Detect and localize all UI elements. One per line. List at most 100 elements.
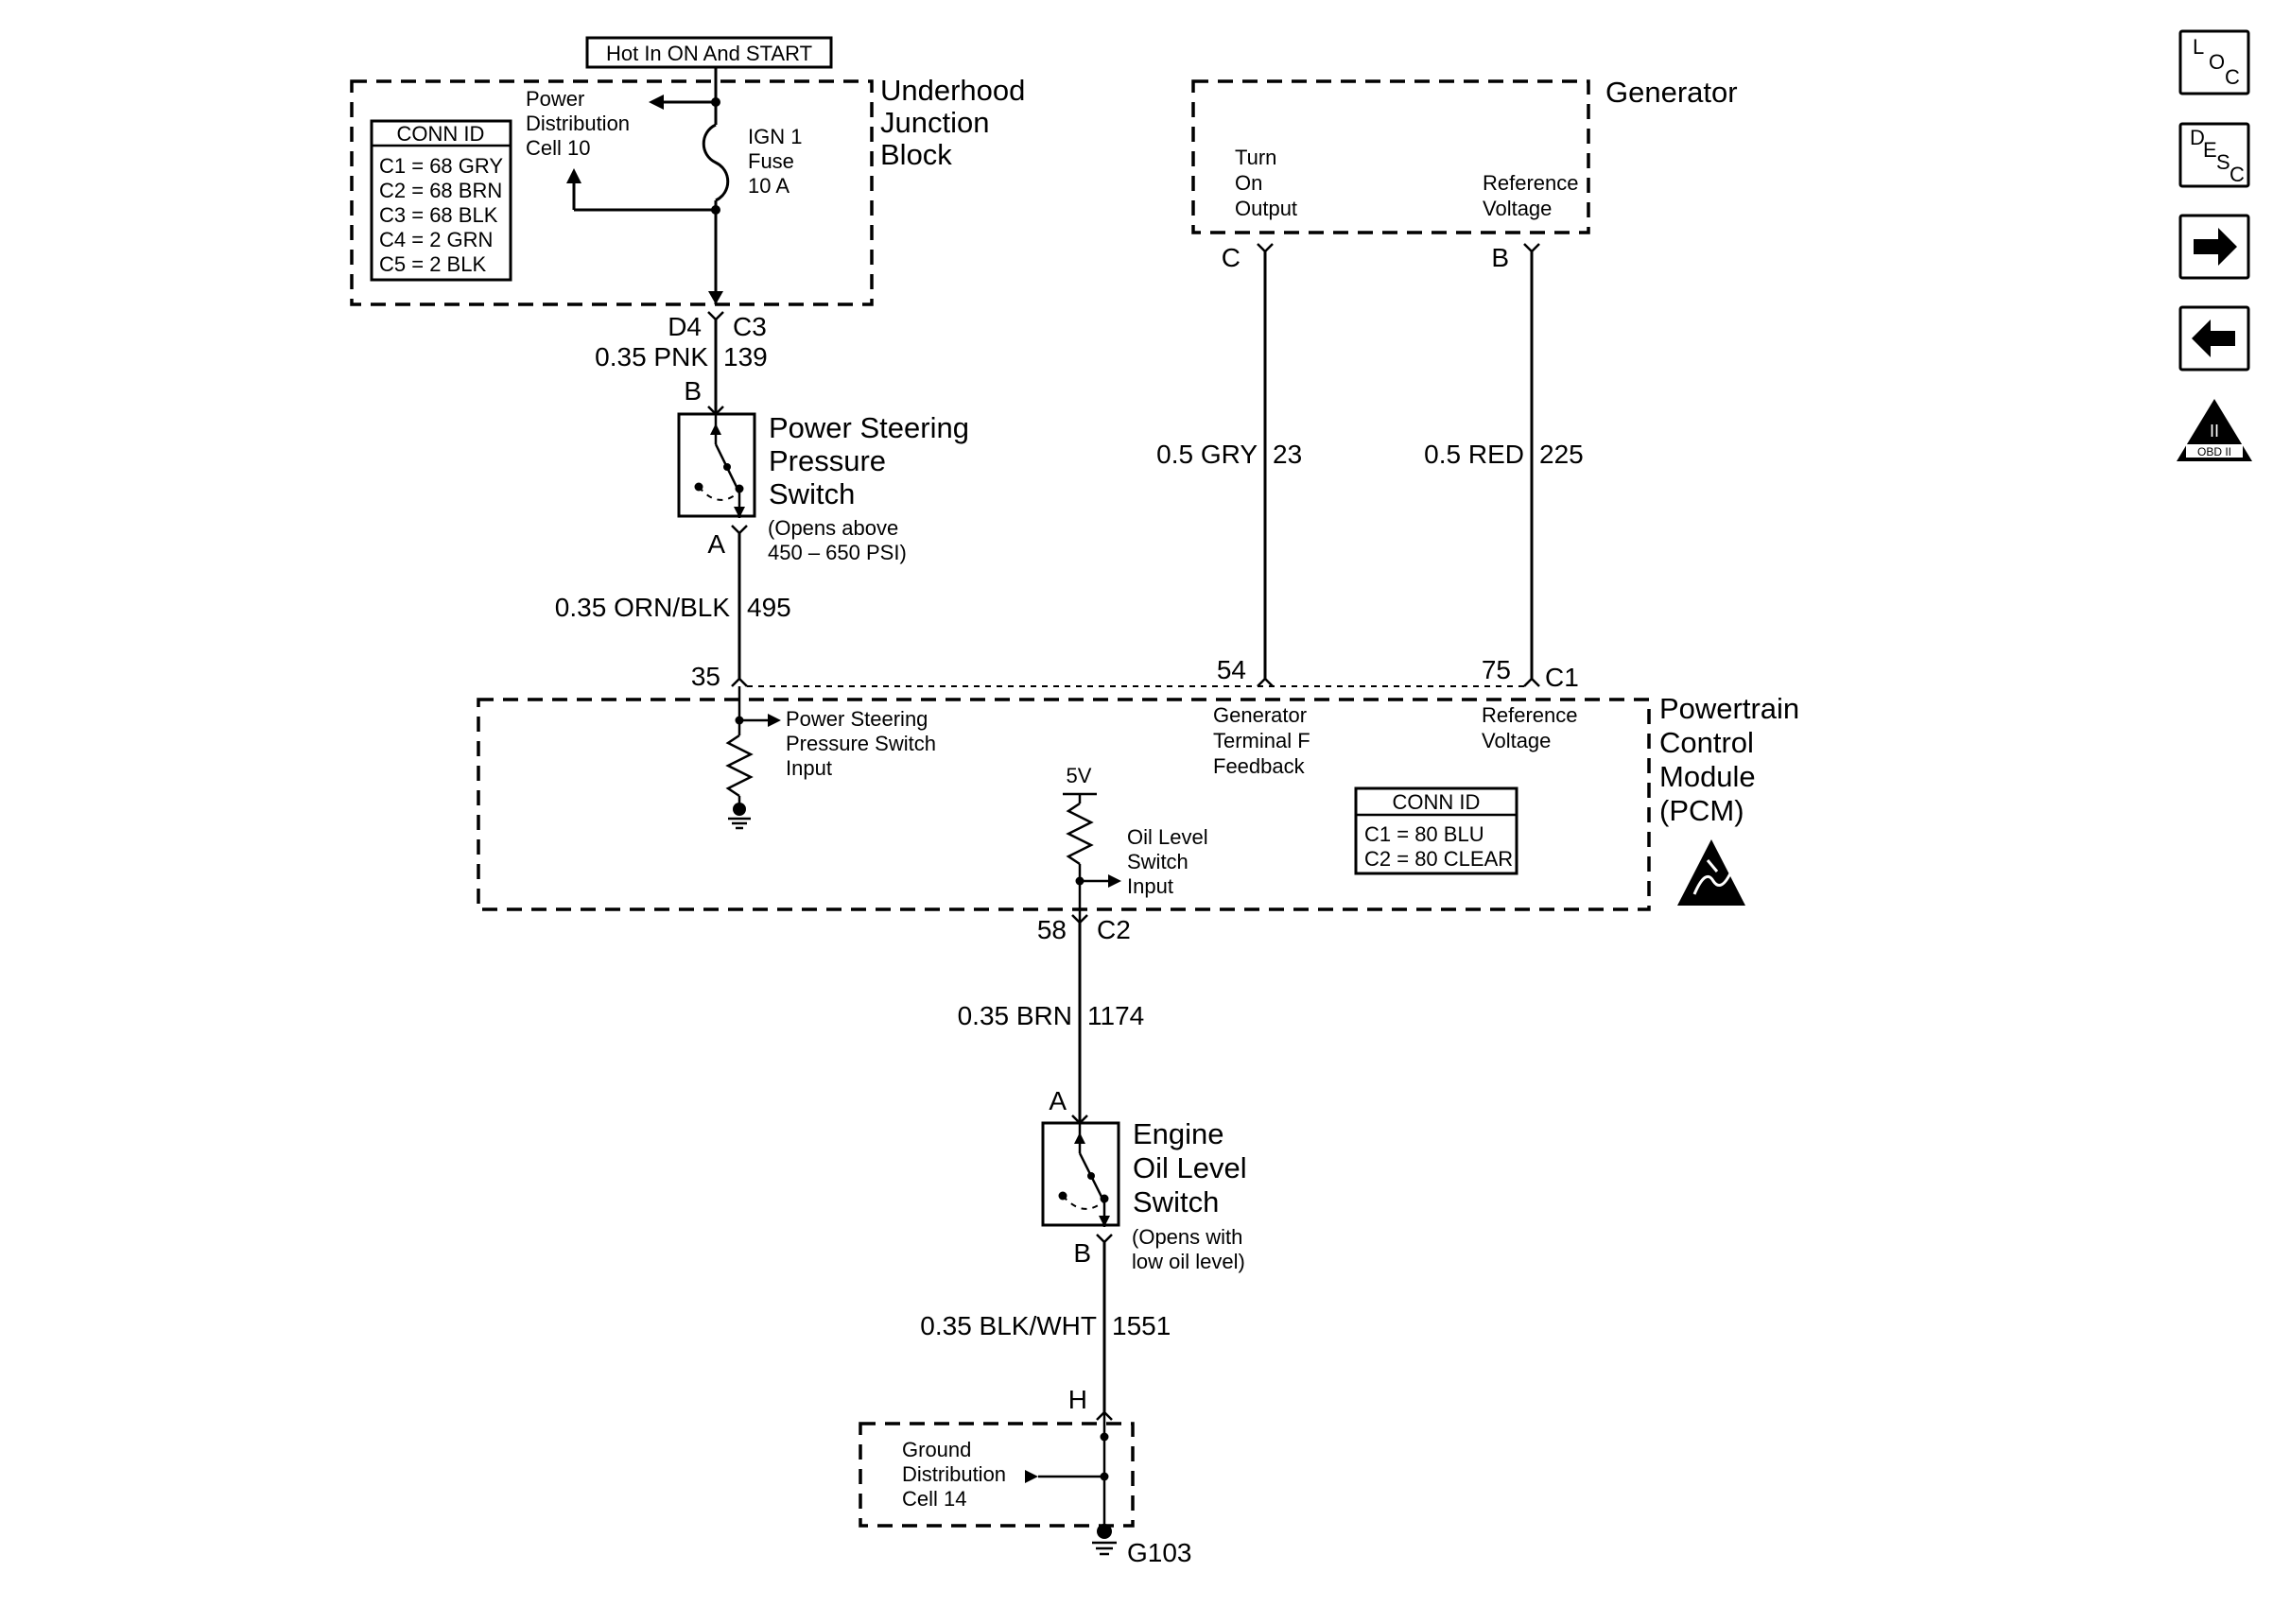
- underhood-conn-id-table: [370, 119, 512, 282]
- fuse-label-1: IGN 1: [748, 125, 802, 148]
- ground-distribution: Ground Distribution Cell 14 G103: [859, 1412, 1192, 1567]
- pcm-pin-75: 75: [1482, 655, 1511, 684]
- underhood-conn-id-c1: C1 = 68 GRY: [379, 154, 503, 178]
- nav-next-button[interactable]: [2178, 214, 2250, 280]
- gen-reference-voltage-label-1: Reference: [1483, 171, 1579, 195]
- ps-switch-title-3: Switch: [769, 477, 855, 510]
- wire-gry-23: 0.5 GRY 23 54: [1156, 251, 1302, 687]
- wire-circuit-225: 225: [1539, 440, 1584, 469]
- connector-label-a-ps: A: [707, 529, 725, 559]
- fuse-label-2: Fuse: [748, 149, 794, 173]
- underhood-conn-id-title: CONN ID: [397, 122, 485, 146]
- underhood-conn-id-c3: C3 = 68 BLK: [379, 203, 498, 227]
- ps-input-label-3: Input: [786, 756, 832, 780]
- nav-back-button[interactable]: [2178, 305, 2250, 371]
- underhood-conn-id-c5: C5 = 2 BLK: [379, 252, 486, 276]
- wire-blk-wht-1551: B 0.35 BLK/WHT 1551 H: [920, 1234, 1171, 1421]
- turn-on-output-label-2: On: [1235, 171, 1262, 195]
- nav-loc-button[interactable]: L O C: [2178, 29, 2250, 95]
- generator-title: Generator: [1605, 76, 1738, 109]
- oil-input-label-3: Input: [1127, 874, 1173, 898]
- turn-on-output-label-3: Output: [1235, 197, 1297, 220]
- obd-label: OBD II: [2197, 445, 2231, 458]
- hot-in-label: Hot In ON And START: [606, 42, 812, 65]
- connector-label-h: H: [1068, 1385, 1087, 1414]
- pcm-pin-58: 58: [1037, 915, 1067, 944]
- underhood-junction-block: Hot In ON And START Underhood Junction B…: [350, 36, 1025, 306]
- oil-switch-title-3: Switch: [1133, 1185, 1219, 1218]
- wire-pnk-139: 0.35 PNK 139 B: [595, 320, 768, 416]
- connector-label-c3: C3: [733, 312, 767, 341]
- arrow-right-icon: [768, 714, 781, 727]
- fuse-label-3: 10 A: [748, 174, 789, 198]
- ps-switch-title-1: Power Steering: [769, 411, 969, 444]
- underhood-conn-id-c4: C4 = 2 GRN: [379, 228, 493, 251]
- turn-on-output-label-1: Turn: [1235, 146, 1276, 169]
- gen-feedback-label-2: Terminal F: [1213, 729, 1310, 752]
- oil-input-label-1: Oil Level: [1127, 825, 1208, 849]
- power-distribution-label-1: Power: [526, 87, 584, 111]
- wire-circuit-23: 23: [1273, 440, 1302, 469]
- pcm-conn-id-title: CONN ID: [1393, 790, 1481, 814]
- desc-letter-2: E: [2203, 138, 2217, 162]
- pcm-block: Powertrain Control Module (PCM) Power St…: [477, 686, 1799, 923]
- five-volt-label: 5V: [1067, 764, 1092, 787]
- pcm-reference-voltage-label-1: Reference: [1482, 703, 1578, 727]
- ps-switch-note-2: 450 – 650 PSI): [768, 541, 907, 564]
- generator-pin-c: C: [1222, 243, 1241, 272]
- pcm-title-1: Powertrain: [1659, 692, 1799, 725]
- ps-input-label-2: Pressure Switch: [786, 732, 936, 755]
- nav-obd-button[interactable]: II OBD II: [2177, 399, 2252, 461]
- underhood-conn-id-c2: C2 = 68 BRN: [379, 179, 502, 202]
- wire-circuit-1174: 1174: [1087, 1001, 1144, 1030]
- obd-numeral: II: [2210, 422, 2219, 441]
- gen-feedback-label-1: Generator: [1213, 703, 1307, 727]
- pcm-connector-c2: C2: [1097, 915, 1131, 944]
- wire-circuit-139: 139: [723, 342, 768, 371]
- engine-oil-level-switch: Engine Oil Level Switch (Opens with low …: [1041, 1117, 1247, 1273]
- ground-distribution-label-1: Ground: [902, 1438, 971, 1461]
- ground-id: G103: [1127, 1538, 1192, 1567]
- generator-pin-b: B: [1491, 243, 1509, 272]
- wire-circuit-495: 495: [747, 593, 791, 622]
- power-distribution-label-3: Cell 10: [526, 136, 590, 160]
- arrow-right-icon: [2194, 228, 2237, 266]
- oil-switch-note-2: low oil level): [1132, 1250, 1245, 1273]
- arrow-right-icon: [1108, 874, 1121, 888]
- underhood-title-3: Block: [880, 138, 952, 171]
- wire-label-brn: 0.35 BRN: [958, 1001, 1072, 1030]
- oil-switch-note-1: (Opens with: [1132, 1225, 1242, 1249]
- pcm-connector-c1: C1: [1545, 663, 1579, 692]
- resistor-icon: [725, 734, 754, 798]
- pcm-title-2: Control: [1659, 726, 1754, 759]
- power-steering-pressure-switch: Power Steering Pressure Switch (Opens ab…: [677, 411, 969, 564]
- pcm-conn-id-c1: C1 = 80 BLU: [1364, 822, 1484, 846]
- connector-label-b-ps: B: [684, 376, 702, 406]
- arrow-right-icon: [1025, 1470, 1038, 1483]
- wire-brn-1174: 0.35 BRN 1174 A: [958, 923, 1144, 1125]
- oil-switch-title-1: Engine: [1133, 1117, 1224, 1150]
- pcm-title-3: Module: [1659, 760, 1756, 793]
- underhood-title-1: Underhood: [880, 74, 1025, 107]
- wire-label-blk-wht: 0.35 BLK/WHT: [920, 1311, 1097, 1340]
- pcm-conn-id-c2: C2 = 80 CLEAR: [1364, 847, 1513, 871]
- pullup-resistor-icon: [1066, 802, 1094, 866]
- gen-reference-voltage-label-2: Voltage: [1483, 197, 1552, 220]
- desc-letter-3: S: [2216, 150, 2230, 174]
- desc-letter-4: C: [2230, 163, 2245, 186]
- ps-input-label-1: Power Steering: [786, 707, 928, 731]
- generator-block: Generator Turn On Output Reference Volta…: [1191, 76, 1738, 272]
- nav-desc-button[interactable]: D E S C: [2178, 122, 2250, 188]
- loc-letter-2: O: [2209, 50, 2225, 74]
- oil-input-label-2: Switch: [1127, 850, 1189, 873]
- loc-letter-1: L: [2193, 35, 2204, 59]
- loc-letter-3: C: [2225, 65, 2240, 89]
- connector-58-c2: 58 C2: [1037, 914, 1131, 944]
- ps-switch-note-1: (Opens above: [768, 516, 898, 540]
- ground-distribution-label-3: Cell 14: [902, 1487, 966, 1511]
- ground-icon: [1097, 1524, 1112, 1539]
- connector-label-a-oil: A: [1049, 1086, 1067, 1115]
- fuse-icon: [702, 123, 730, 202]
- esd-warning-icon: [1677, 839, 1745, 906]
